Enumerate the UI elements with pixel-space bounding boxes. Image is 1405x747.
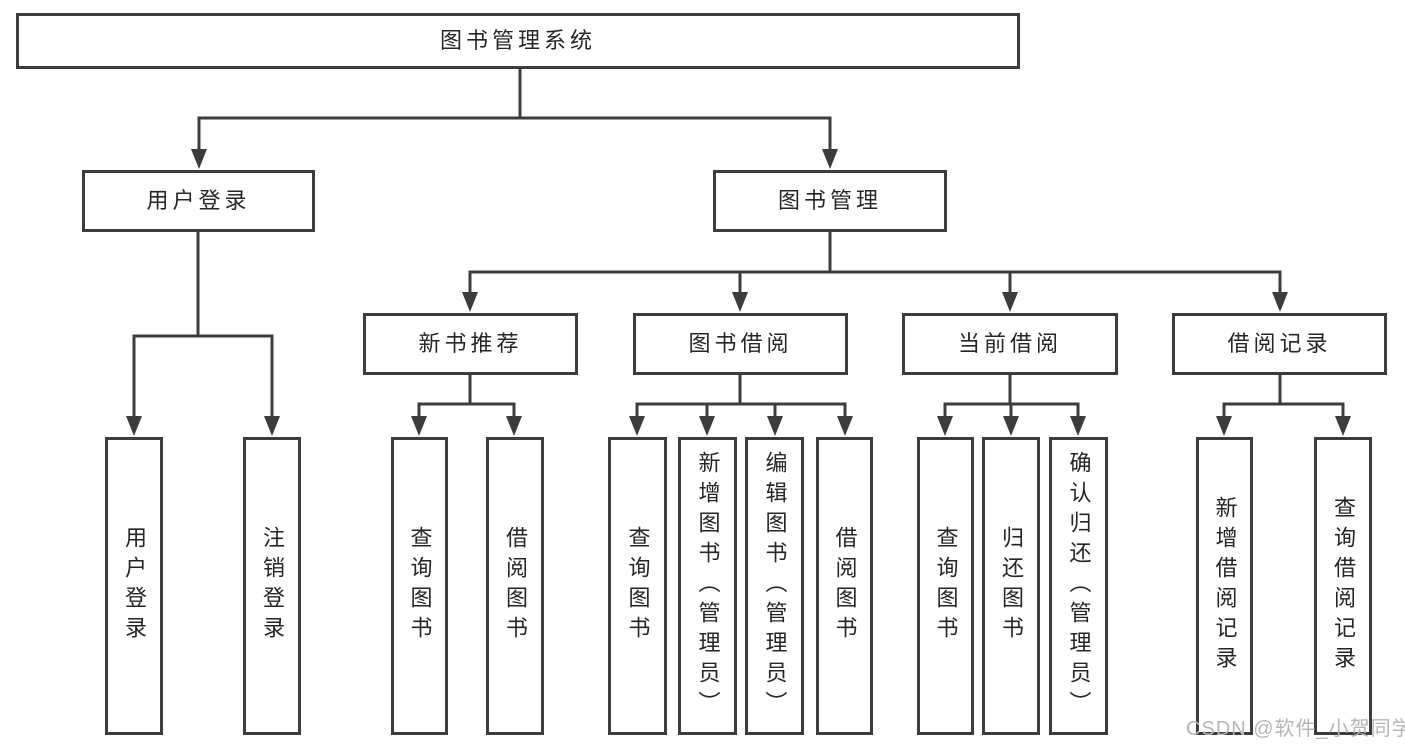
arrowhead-icon <box>629 416 645 436</box>
leaf-br-add-record: 新增借阅记录 <box>1196 437 1253 735</box>
node-user-login-label: 用户登录 <box>146 188 251 213</box>
leaf-bb-edit-book: 编辑图书（管理员） <box>745 437 804 735</box>
node-borrow-records-label: 借阅记录 <box>1227 331 1332 356</box>
connector-book-mgmt <box>468 230 1282 302</box>
node-book-management: 图书管理 <box>713 170 947 232</box>
arrowhead-icon <box>1070 416 1086 436</box>
node-new-book-recommend: 新书推荐 <box>363 313 578 375</box>
arrowhead-icon <box>937 416 953 436</box>
leaf-bb-add-book-label: 新增图书（管理员） <box>695 451 721 721</box>
leaf-bb-borrow-book-label: 借阅图书 <box>832 526 858 646</box>
arrowhead-icon <box>767 416 783 436</box>
leaf-logout: 注销登录 <box>243 437 301 735</box>
leaf-nb-query-book-label: 查询图书 <box>407 526 433 646</box>
node-system-root-label: 图书管理系统 <box>439 28 596 53</box>
leaf-br-query-record: 查询借阅记录 <box>1314 437 1372 735</box>
node-current-borrow: 当前借阅 <box>902 313 1118 375</box>
leaf-user-login: 用户登录 <box>105 437 163 735</box>
leaf-cb-return-book-label: 归还图书 <box>999 526 1024 646</box>
node-book-borrow-label: 图书借阅 <box>688 331 793 356</box>
leaf-nb-query-book: 查询图书 <box>391 437 448 735</box>
leaf-cb-return-book: 归还图书 <box>982 437 1040 735</box>
arrowhead-icon <box>699 416 715 436</box>
csdn-watermark: CSDN @软件_小贺同学 <box>1186 718 1405 740</box>
connector-new-book <box>417 373 516 426</box>
connector-book-borrow <box>635 373 847 426</box>
arrowhead-icon <box>732 292 748 312</box>
connector-root <box>197 67 832 157</box>
leaf-cb-query-book-label: 查询图书 <box>933 526 959 646</box>
arrowhead-icon <box>1002 292 1018 312</box>
leaf-bb-query-book-label: 查询图书 <box>625 526 651 646</box>
leaf-logout-label: 注销登录 <box>260 526 285 646</box>
leaf-cb-query-book: 查询图书 <box>917 437 974 735</box>
leaf-user-login-label: 用户登录 <box>122 526 147 646</box>
node-user-login: 用户登录 <box>82 170 315 232</box>
leaf-bb-add-book: 新增图书（管理员） <box>678 437 737 735</box>
node-current-borrow-label: 当前借阅 <box>957 331 1062 356</box>
leaf-nb-borrow-book-label: 借阅图书 <box>503 526 528 646</box>
leaf-nb-borrow-book: 借阅图书 <box>486 437 544 735</box>
arrowhead-icon <box>837 416 853 436</box>
arrowhead-icon <box>126 416 142 436</box>
arrowhead-icon <box>1335 416 1351 436</box>
leaf-cb-confirm-return: 确认归还（管理员） <box>1049 437 1108 735</box>
connector-user-login <box>132 230 274 426</box>
leaf-br-add-record-label: 新增借阅记录 <box>1212 496 1238 676</box>
arrowhead-icon <box>411 416 427 436</box>
arrowhead-icon <box>506 416 522 436</box>
arrowhead-icon <box>191 149 207 169</box>
arrowhead-icon <box>1003 416 1019 436</box>
arrowhead-icon <box>1216 416 1232 436</box>
arrowhead-icon <box>462 292 478 312</box>
arrowhead-icon <box>264 416 280 436</box>
leaf-bb-query-book: 查询图书 <box>608 437 667 735</box>
connector-borrow-records <box>1222 373 1345 426</box>
connector-current-borrow <box>943 373 1080 426</box>
arrowhead-icon <box>822 149 838 169</box>
node-borrow-records: 借阅记录 <box>1172 313 1387 375</box>
leaf-bb-edit-book-label: 编辑图书（管理员） <box>762 451 788 721</box>
node-book-management-label: 图书管理 <box>777 188 882 213</box>
node-book-borrow: 图书借阅 <box>633 313 848 375</box>
node-new-book-recommend-label: 新书推荐 <box>418 331 523 356</box>
leaf-cb-confirm-return-label: 确认归还（管理员） <box>1066 451 1092 721</box>
arrowhead-icon <box>1272 292 1288 312</box>
leaf-bb-borrow-book: 借阅图书 <box>816 437 873 735</box>
node-system-root: 图书管理系统 <box>16 13 1020 69</box>
leaf-br-query-record-label: 查询借阅记录 <box>1331 496 1356 676</box>
